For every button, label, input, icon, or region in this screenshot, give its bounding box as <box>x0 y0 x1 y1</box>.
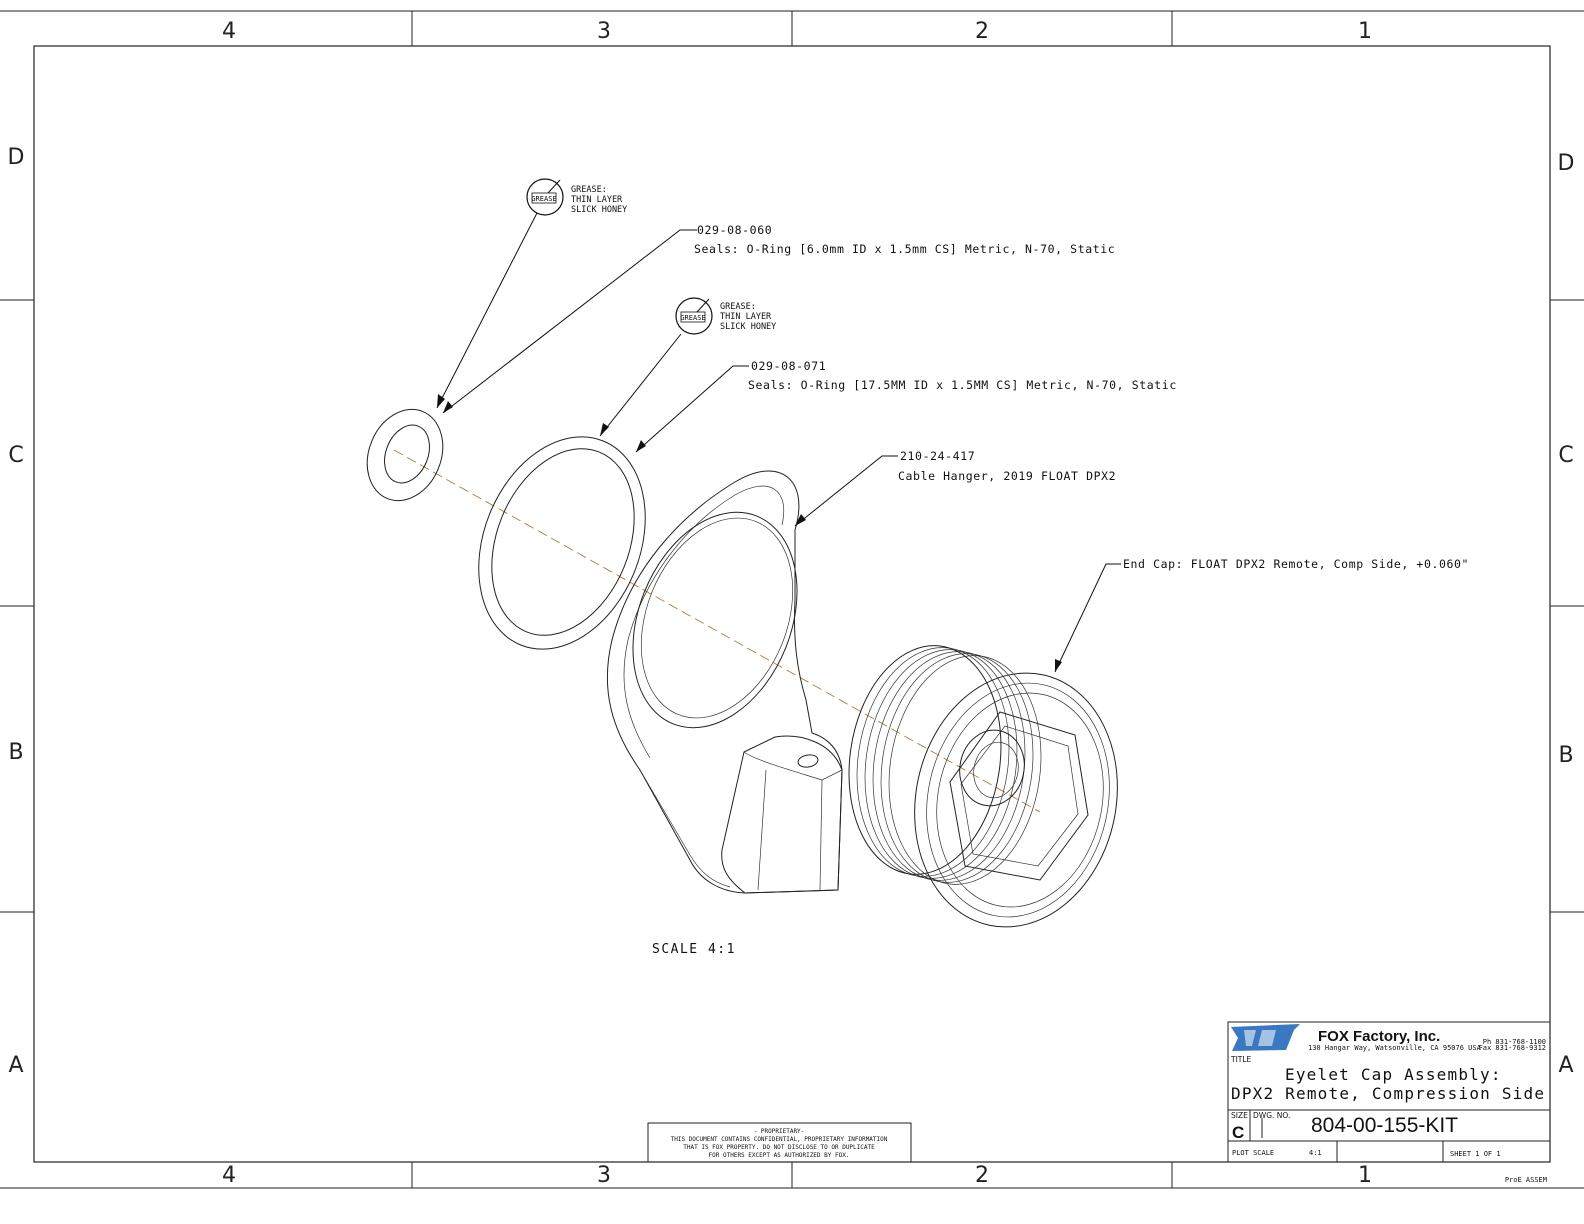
proprietary-line2: THIS DOCUMENT CONTAINS CONFIDENTIAL, PRO… <box>671 1136 888 1143</box>
assembly-centerline <box>393 449 1041 813</box>
zone-row-c-left: C <box>8 443 23 468</box>
grease-icon-2-label: GREASE <box>680 314 705 322</box>
proprietary-line3: THAT IS FOX PROPERTY. DO NOT DISCLOSE TO… <box>683 1144 875 1151</box>
drawing-number: 804-00-155-KIT <box>1311 1114 1458 1137</box>
grease-icon-2: GREASE <box>675 297 713 335</box>
cable-hanger-description: Cable Hanger, 2019 FLOAT DPX2 <box>898 469 1116 483</box>
model-type: ProE ASSEM <box>1505 1176 1547 1184</box>
zone-row-c-right: C <box>1558 443 1573 468</box>
zone-row-b-left: B <box>8 740 23 765</box>
zone-col-1-top: 1 <box>1358 19 1372 44</box>
zone-col-2-bottom: 2 <box>975 1163 989 1188</box>
oring-small-description: Seals: O-Ring [6.0mm ID x 1.5mm CS] Metr… <box>694 242 1115 256</box>
grease-note-2-line2: THIN LAYER <box>720 312 772 322</box>
sheet-number: SHEET 1 OF 1 <box>1450 1150 1501 1158</box>
plot-scale-value: 4:1 <box>1309 1149 1322 1157</box>
zone-col-3-top: 3 <box>597 19 611 44</box>
zone-col-4-bottom: 4 <box>222 1163 236 1188</box>
company-address: 130 Hangar Way, Watsonville, CA 95076 US… <box>1308 1044 1482 1052</box>
cable-hanger-part-number: 210-24-417 <box>900 449 975 463</box>
zone-col-2-top: 2 <box>975 19 989 44</box>
zone-row-b-right: B <box>1558 743 1573 768</box>
proprietary-line4: FOR OTHERS EXCEPT AS AUTHORIZED BY FOX. <box>709 1152 850 1159</box>
zone-col-4-top: 4 <box>222 19 236 44</box>
company-phone: Ph 831-768-1100 <box>1483 1038 1546 1046</box>
company-name: FOX Factory, Inc. <box>1318 1028 1440 1045</box>
zone-row-d-left: D <box>8 145 25 170</box>
dwg-no-label: DWG. NO. <box>1253 1111 1290 1120</box>
view-scale-label: SCALE 4:1 <box>652 942 736 957</box>
zone-col-3-bottom: 3 <box>597 1163 611 1188</box>
plot-scale-label: PLOT SCALE <box>1232 1149 1274 1157</box>
title-label: TITLE <box>1230 1055 1252 1064</box>
end-cap-description: End Cap: FLOAT DPX2 Remote, Comp Side, +… <box>1123 557 1469 571</box>
leader-arrowheads <box>437 394 1062 672</box>
grease-note-1-line2: THIN LAYER <box>571 195 623 205</box>
zone-row-a-left: A <box>8 1053 23 1078</box>
leader-lines <box>436 212 1121 673</box>
grease-note-2-line1: GREASE: <box>720 302 756 312</box>
grease-icon-1: GREASE <box>526 178 564 216</box>
zone-row-d-right: D <box>1558 151 1575 176</box>
grease-note-1-line3: SLICK HONEY <box>571 205 627 215</box>
grease-note-1-line1: GREASE: <box>571 185 607 195</box>
zone-col-1-bottom: 1 <box>1358 1163 1372 1188</box>
title-block: FOX Factory, Inc. 130 Hangar Way, Watson… <box>1227 1021 1551 1184</box>
large-o-ring <box>478 436 646 650</box>
small-o-ring <box>366 408 444 502</box>
oring-small-part-number: 029-08-060 <box>697 223 772 237</box>
fox-logo <box>1231 1024 1300 1051</box>
grease-icon-1-label: GREASE <box>531 195 556 203</box>
zone-dividers <box>0 11 1584 1188</box>
end-cap <box>848 645 1118 928</box>
size-label: SIZE <box>1231 1111 1248 1120</box>
zone-row-a-right: A <box>1558 1053 1573 1078</box>
drawing-title-line2: DPX2 Remote, Compression Side <box>1231 1084 1545 1103</box>
oring-large-description: Seals: O-Ring [17.5MM ID x 1.5MM CS] Met… <box>748 378 1177 392</box>
size-value: C <box>1232 1123 1244 1142</box>
grease-note-2-line3: SLICK HONEY <box>720 322 776 332</box>
drawing-title-line1: Eyelet Cap Assembly: <box>1285 1065 1502 1084</box>
proprietary-line1: - PROPRIETARY- <box>754 1128 805 1135</box>
cable-hanger <box>606 470 843 894</box>
proprietary-notice: - PROPRIETARY- THIS DOCUMENT CONTAINS CO… <box>647 1122 912 1163</box>
oring-large-part-number: 029-08-071 <box>751 359 826 373</box>
company-fax: Fax 831-768-9312 <box>1479 1044 1546 1052</box>
